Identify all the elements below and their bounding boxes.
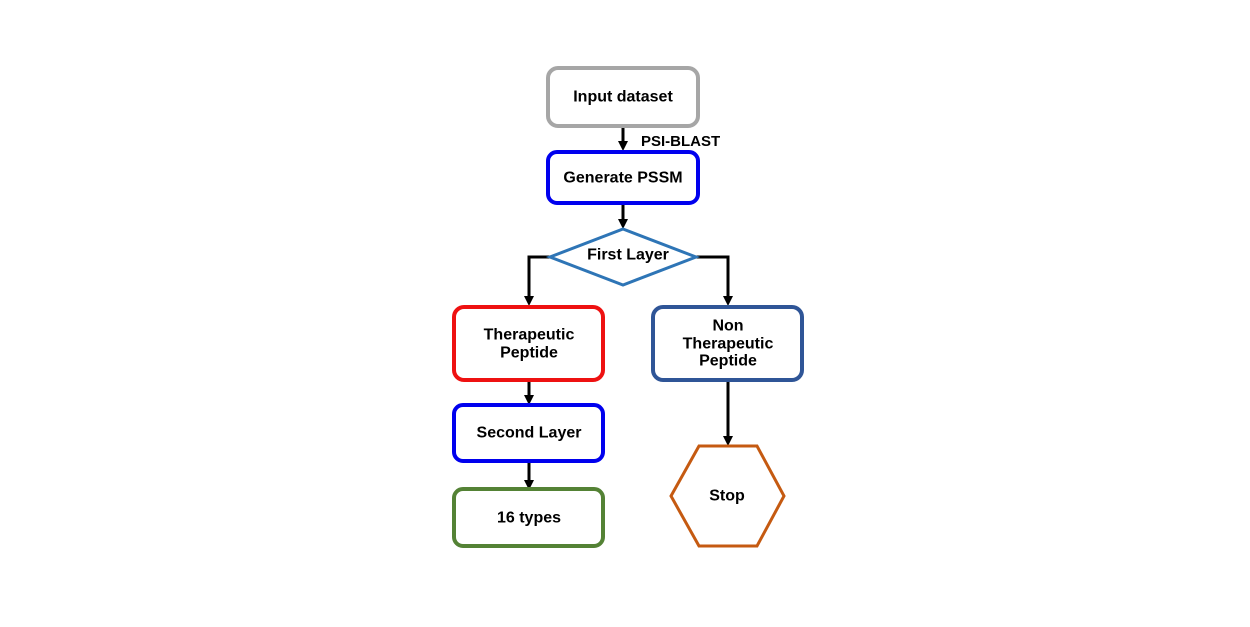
node-therapeutic-peptide: Therapeutic Peptide (452, 305, 605, 382)
node-therapeutic-peptide-line2: Peptide (500, 345, 558, 362)
node-second-layer-box (452, 403, 605, 463)
node-input-dataset-box (546, 66, 700, 128)
edge-first-layer-to-therapeutic (524, 255, 551, 306)
node-stop-hexagon (669, 444, 786, 548)
edge-first-layer-to-non-therapeutic (695, 255, 733, 306)
node-first-layer-diamond (545, 227, 701, 287)
node-generate-pssm-box (546, 150, 700, 205)
node-16-types: 16 types (452, 487, 605, 548)
node-generate-pssm: Generate PSSM (546, 150, 700, 205)
node-input-dataset: Input dataset (546, 66, 700, 128)
node-stop-label: Stop (709, 488, 745, 505)
node-16-types-label: 16 types (497, 510, 561, 527)
node-16-types-box (452, 487, 605, 548)
node-input-dataset-label: Input dataset (573, 89, 673, 106)
node-stop: Stop (669, 444, 786, 548)
node-first-layer-label: First Layer (587, 247, 669, 264)
node-second-layer: Second Layer (452, 403, 605, 463)
node-generate-pssm-label: Generate PSSM (563, 170, 682, 187)
node-non-therapeutic-peptide-line1: Non (712, 318, 743, 335)
edges: PSI-BLAST (524, 127, 733, 490)
node-non-therapeutic-peptide-line2: Therapeutic (683, 336, 774, 353)
node-therapeutic-peptide-line1: Therapeutic (484, 327, 575, 344)
node-therapeutic-peptide-box (452, 305, 605, 382)
node-non-therapeutic-peptide-box (651, 305, 804, 382)
edge-label-psi-blast: PSI-BLAST (641, 133, 720, 150)
node-non-therapeutic-peptide-line3: Peptide (699, 353, 757, 370)
node-first-layer: First Layer (545, 227, 701, 287)
node-non-therapeutic-peptide: Non Therapeutic Peptide (651, 305, 804, 382)
node-second-layer-label: Second Layer (477, 425, 582, 442)
